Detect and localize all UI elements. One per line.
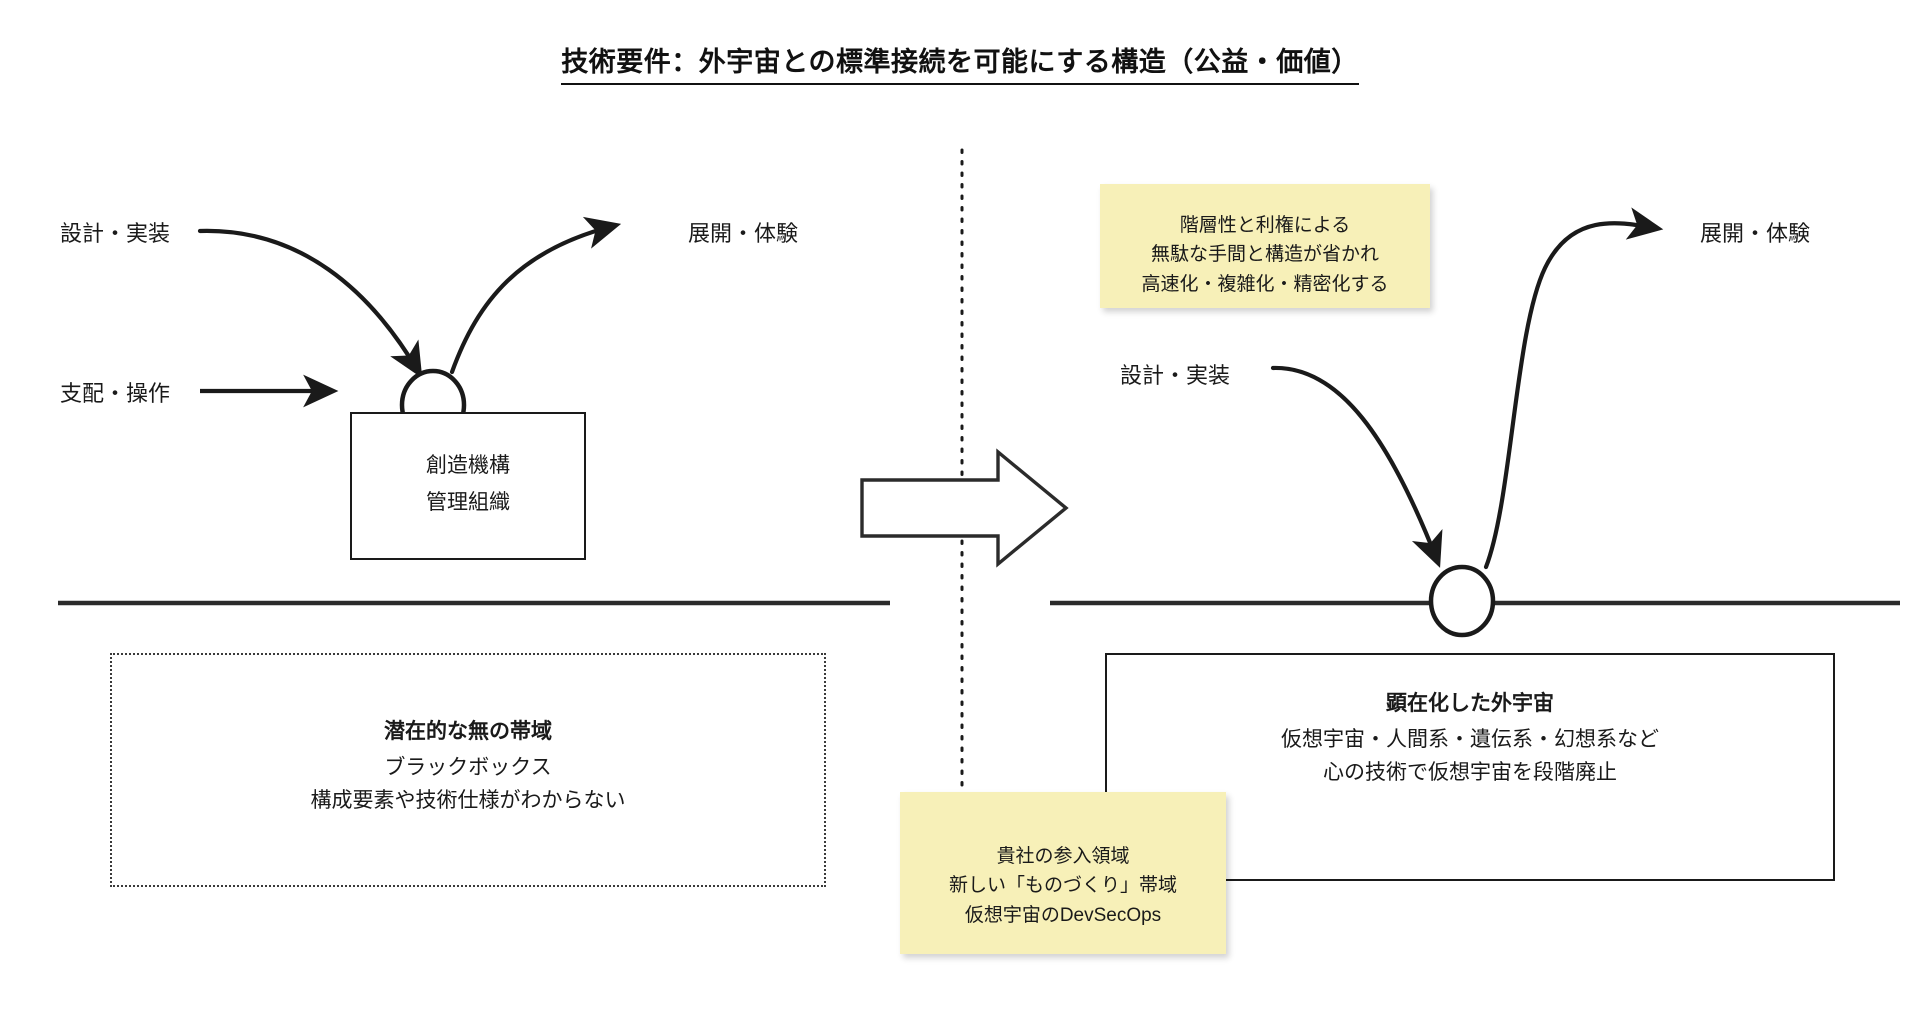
arrow-design-to-node-right: [1270, 365, 1443, 568]
sticky-note-entry-domain: 貴社の参入領域 新しい「ものづくり」帯域 仮想宇宙のDevSecOps: [900, 792, 1226, 954]
sticky-note-benefits: 階層性と利権による 無駄な手間と構造が省かれ 高速化・複雑化・精密化する: [1100, 184, 1430, 308]
manifested-outer-universe-region: 顕在化した外宇宙 仮想宇宙・人間系・遺伝系・幻想系など 心の技術で仮想宇宙を段階…: [1105, 653, 1835, 881]
manifested-outer-universe-text: 顕在化した外宇宙 仮想宇宙・人間系・遺伝系・幻想系など 心の技術で仮想宇宙を段階…: [1107, 687, 1833, 790]
process-box-line2: 管理組織: [426, 490, 510, 514]
label-control-operation-left: 支配・操作: [60, 381, 171, 406]
latent-void-band-line3: 構成要素や技術仕様がわからない: [310, 789, 626, 813]
manifested-outer-universe-line2: 仮想宇宙・人間系・遺伝系・幻想系など: [1281, 727, 1659, 751]
arrow-design-to-node-left: [197, 228, 423, 379]
node-circle-right: [1428, 564, 1496, 638]
latent-void-band-region: 潜在的な無の帯域 ブラックボックス 構成要素や技術仕様がわからない: [110, 653, 826, 887]
arrow-node-to-deploy-right: [1483, 207, 1664, 570]
manifested-outer-universe-line3: 心の技術で仮想宇宙を段階廃止: [1323, 761, 1617, 785]
sticky-note-benefits-line2: 無駄な手間と構造が省かれ: [1150, 244, 1379, 266]
arrow-node-to-deploy-left: [449, 216, 622, 375]
label-deploy-experience-left: 展開・体験: [688, 221, 799, 246]
latent-void-band-heading: 潜在的な無の帯域: [384, 720, 552, 743]
sticky-note-entry-domain-line3: 仮想宇宙のDevSecOps: [964, 904, 1162, 926]
process-box-text: 創造機構 管理組織: [352, 448, 584, 522]
latent-void-band-line2: ブラックボックス: [384, 755, 552, 779]
label-deploy-experience-right: 展開・体験: [1700, 221, 1811, 246]
sticky-note-benefits-line1: 階層性と利権による: [1179, 215, 1351, 236]
manifested-outer-universe-heading: 顕在化した外宇宙: [1386, 692, 1554, 715]
label-design-implementation-right: 設計・実装: [1120, 363, 1231, 388]
page-title-text: 技術要件：外宇宙との標準接続を可能にする構造（公益・価値）: [561, 46, 1359, 85]
process-box-line1: 創造機構: [426, 454, 510, 477]
label-design-implementation-left: 設計・実装: [60, 221, 171, 246]
process-box-left: 創造機構 管理組織: [350, 412, 586, 560]
page-title: 技術要件：外宇宙との標準接続を可能にする構造（公益・価値）: [0, 46, 1920, 85]
sticky-note-entry-domain-line1: 貴社の参入領域: [996, 846, 1130, 867]
transformation-block-arrow: [860, 448, 1069, 568]
sticky-note-entry-domain-line2: 新しい「ものづくり」帯域: [948, 875, 1177, 897]
sticky-note-benefits-line3: 高速化・複雑化・精密化する: [1141, 273, 1389, 295]
latent-void-band-text: 潜在的な無の帯域 ブラックボックス 構成要素や技術仕様がわからない: [112, 715, 824, 818]
